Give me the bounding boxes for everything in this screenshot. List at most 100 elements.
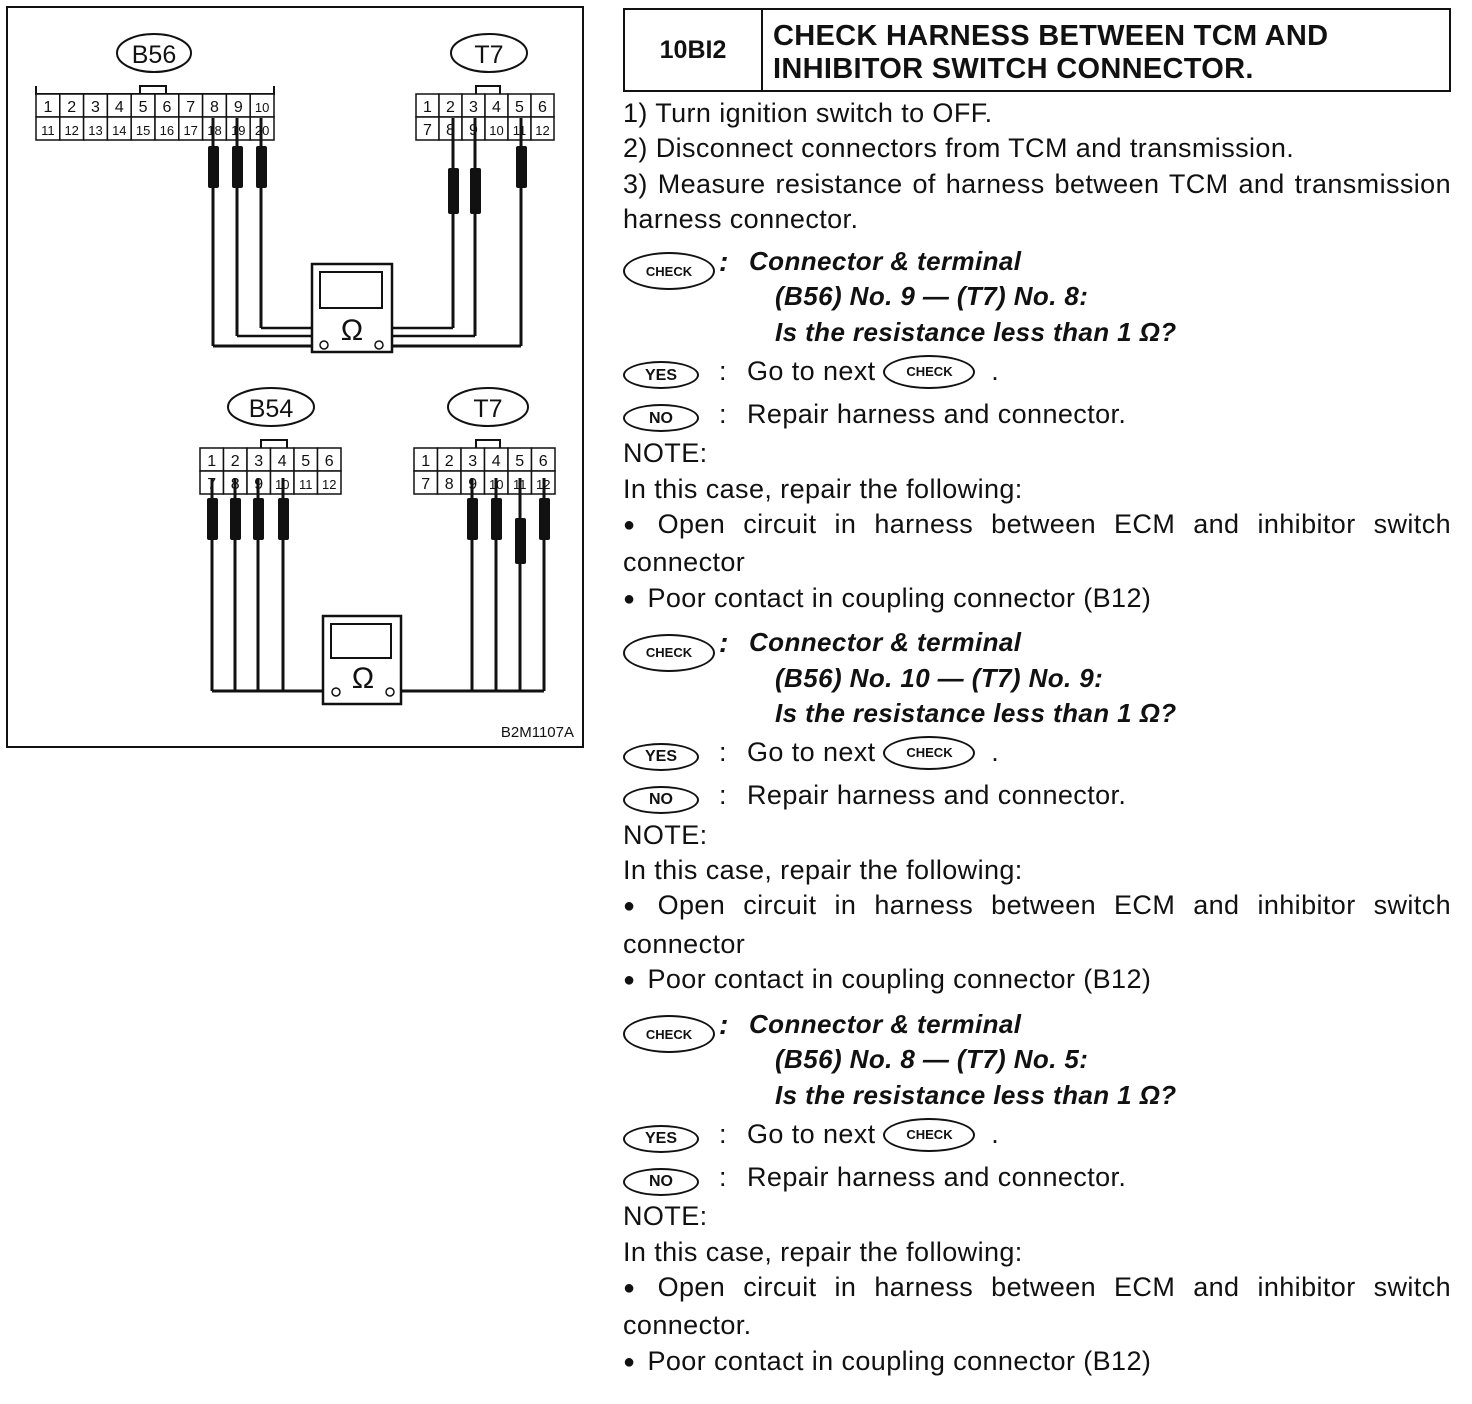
connector-pin-number: 12 xyxy=(535,123,549,138)
bottom-probe-tips xyxy=(207,498,550,564)
connector-pin-number: 3 xyxy=(469,99,478,116)
connector-pin-number: 9 xyxy=(234,99,243,116)
t7-top-lock-tab xyxy=(475,85,501,94)
connector-pin-number: 12 xyxy=(322,477,336,492)
t7-bottom-label-oval xyxy=(447,387,529,427)
connector-pin-number: 14 xyxy=(112,123,126,138)
check-colon: : xyxy=(719,245,729,277)
no-text: Repair harness and connector. xyxy=(747,1161,1127,1192)
connector-pin-number: 8 xyxy=(210,99,219,116)
yes-answer: YES : Go to next CHECK . xyxy=(623,350,1451,393)
note-label: NOTE: xyxy=(623,819,708,850)
step-2: 2) Disconnect connectors from TCM and tr… xyxy=(623,133,1295,164)
connector-pin-number: 2 xyxy=(446,99,455,116)
check-line3: Is the resistance less than 1 Ω? xyxy=(775,698,1177,729)
yes-badge-icon: YES xyxy=(623,1124,699,1153)
connector-pin-number: 10 xyxy=(255,100,269,115)
connector-pin-number: 1 xyxy=(423,99,432,116)
note-intro: In this case, repair the following: xyxy=(623,855,1023,886)
check-question: CHECK : Connector & terminal (B56) No. 8… xyxy=(623,1007,1451,1114)
b54-lock-tab xyxy=(260,439,288,448)
b54-label: B54 xyxy=(249,395,294,423)
b54-label-oval xyxy=(227,387,315,427)
yes-badge-icon: YES xyxy=(623,743,699,771)
connector-pin-number: 7 xyxy=(423,122,432,139)
connector-pin-cell xyxy=(316,470,342,495)
connector-pin-number: 6 xyxy=(538,99,547,116)
connector-pin-number: 5 xyxy=(301,453,310,470)
b56-label-oval xyxy=(116,33,192,73)
step-header: 10BI2 CHECK HARNESS BETWEEN TCM AND INHI… xyxy=(623,8,1451,92)
check-line2: (B56) No. 8 — (T7) No. 5: xyxy=(775,1044,1089,1075)
connector-pin-number: 4 xyxy=(278,453,287,470)
connector-pin-number: 12 xyxy=(64,123,78,138)
check-line3: Is the resistance less than 1 Ω? xyxy=(775,1079,1177,1110)
procedure-content: 1) Turn ignition switch to OFF. 2) Disco… xyxy=(623,96,1451,1382)
bottom-ohmmeter: Ω xyxy=(321,614,403,706)
note-intro: In this case, repair the following: xyxy=(623,473,1023,504)
check-line1: Connector & terminal xyxy=(749,1008,1022,1039)
check-question: CHECK : Connector & terminal (B56) No. 1… xyxy=(623,625,1451,732)
no-text: Repair harness and connector. xyxy=(747,780,1127,811)
b56-label: B56 xyxy=(132,41,176,69)
top-ohm-symbol: Ω xyxy=(341,314,363,347)
check-colon: : xyxy=(719,627,729,659)
no-answer: NO : Repair harness and connector. xyxy=(623,393,1451,436)
connector-pin-number: 1 xyxy=(207,453,216,470)
top-probe-tips xyxy=(208,146,527,214)
connector-pin-number: 4 xyxy=(492,99,501,116)
step-title-line1: CHECK HARNESS BETWEEN TCM AND xyxy=(773,20,1329,52)
check-text: Connector & terminal (B56) No. 10 — (T7)… xyxy=(749,625,1177,732)
connector-pin-number: 11 xyxy=(41,123,55,138)
figure-code: B2M1107A xyxy=(501,724,574,741)
step-title-line2: INHIBITOR SWITCH CONNECTOR. xyxy=(773,53,1254,85)
connector-pin-number: 2 xyxy=(445,453,454,470)
connector-pin-number: 11 xyxy=(299,477,313,492)
connector-pin-number: 4 xyxy=(115,99,124,116)
no-badge-icon: NO xyxy=(623,786,699,814)
no-badge-icon: NO xyxy=(623,1167,699,1196)
step-title: CHECK HARNESS BETWEEN TCM AND INHIBITOR … xyxy=(763,10,1449,90)
t7-top-label: T7 xyxy=(474,41,503,69)
connector-pin-number: 10 xyxy=(489,123,503,138)
yes-badge-icon: YES xyxy=(623,361,699,390)
b56-lock-tab xyxy=(139,85,167,94)
connector-pin-number: 8 xyxy=(445,476,454,493)
connector-pin-number: 4 xyxy=(492,453,501,470)
note-item-1: Open circuit in harness between ECM and … xyxy=(623,507,1451,581)
connector-pin-number: 5 xyxy=(139,99,148,116)
connector-pin-number: 2 xyxy=(67,99,76,116)
note-intro: In this case, repair the following: xyxy=(623,1236,1023,1267)
no-answer: NO : Repair harness and connector. xyxy=(623,1156,1451,1199)
connector-pin-number: 3 xyxy=(91,99,100,116)
t7-top-label-oval xyxy=(450,33,528,73)
yes-answer: YES : Go to next CHECK . xyxy=(623,1113,1451,1156)
top-ohmmeter: Ω xyxy=(310,262,394,354)
connector-pin-number: 16 xyxy=(160,123,174,138)
check-colon: : xyxy=(719,1008,729,1040)
check-line2: (B56) No. 10 — (T7) No. 9: xyxy=(775,662,1104,693)
connector-pin-number: 6 xyxy=(539,453,548,470)
note-item-2: Poor contact in coupling connector (B12) xyxy=(623,581,1451,619)
check-text: Connector & terminal (B56) No. 9 — (T7) … xyxy=(749,244,1177,351)
connector-pin-number: 3 xyxy=(254,453,263,470)
t7-bottom-lock-tab xyxy=(475,439,501,448)
t7-bottom-label: T7 xyxy=(473,395,502,423)
connector-pin-number: 5 xyxy=(515,453,524,470)
connector-pin-number: 6 xyxy=(162,99,171,116)
check-line1: Connector & terminal xyxy=(749,245,1022,276)
connector-pin-number: 2 xyxy=(231,453,240,470)
check-badge-icon: CHECK xyxy=(623,1015,715,1054)
yes-text: Go to next xyxy=(747,355,876,386)
note-label: NOTE: xyxy=(623,1201,708,1232)
connector-pin-number: 1 xyxy=(43,99,52,116)
yes-text: Go to next xyxy=(747,1118,876,1149)
note-item-2: Poor contact in coupling connector (B12) xyxy=(623,1344,1451,1382)
yes-text: Go to next xyxy=(747,737,876,768)
no-text: Repair harness and connector. xyxy=(747,398,1127,429)
check-item: CHECK : Connector & terminal (B56) No. 9… xyxy=(623,244,1451,620)
connector-pin-number: 3 xyxy=(468,453,477,470)
next-check-badge-icon: CHECK xyxy=(883,1117,976,1152)
